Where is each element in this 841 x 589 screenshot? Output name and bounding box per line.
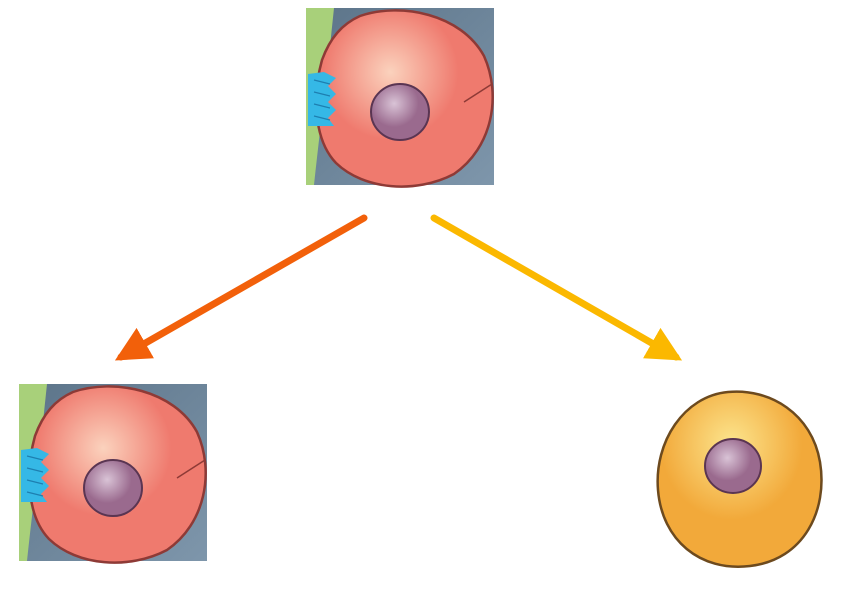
arrow-to-differentiated-cell [434, 218, 676, 357]
daughter-stem-cell [19, 384, 207, 563]
nucleus [705, 439, 761, 493]
nucleus [84, 460, 142, 516]
parent-stem-cell [306, 8, 494, 187]
differentiated-daughter-cell [658, 392, 822, 567]
nucleus [371, 84, 429, 140]
arrow-to-daughter-stem-cell [121, 218, 364, 357]
